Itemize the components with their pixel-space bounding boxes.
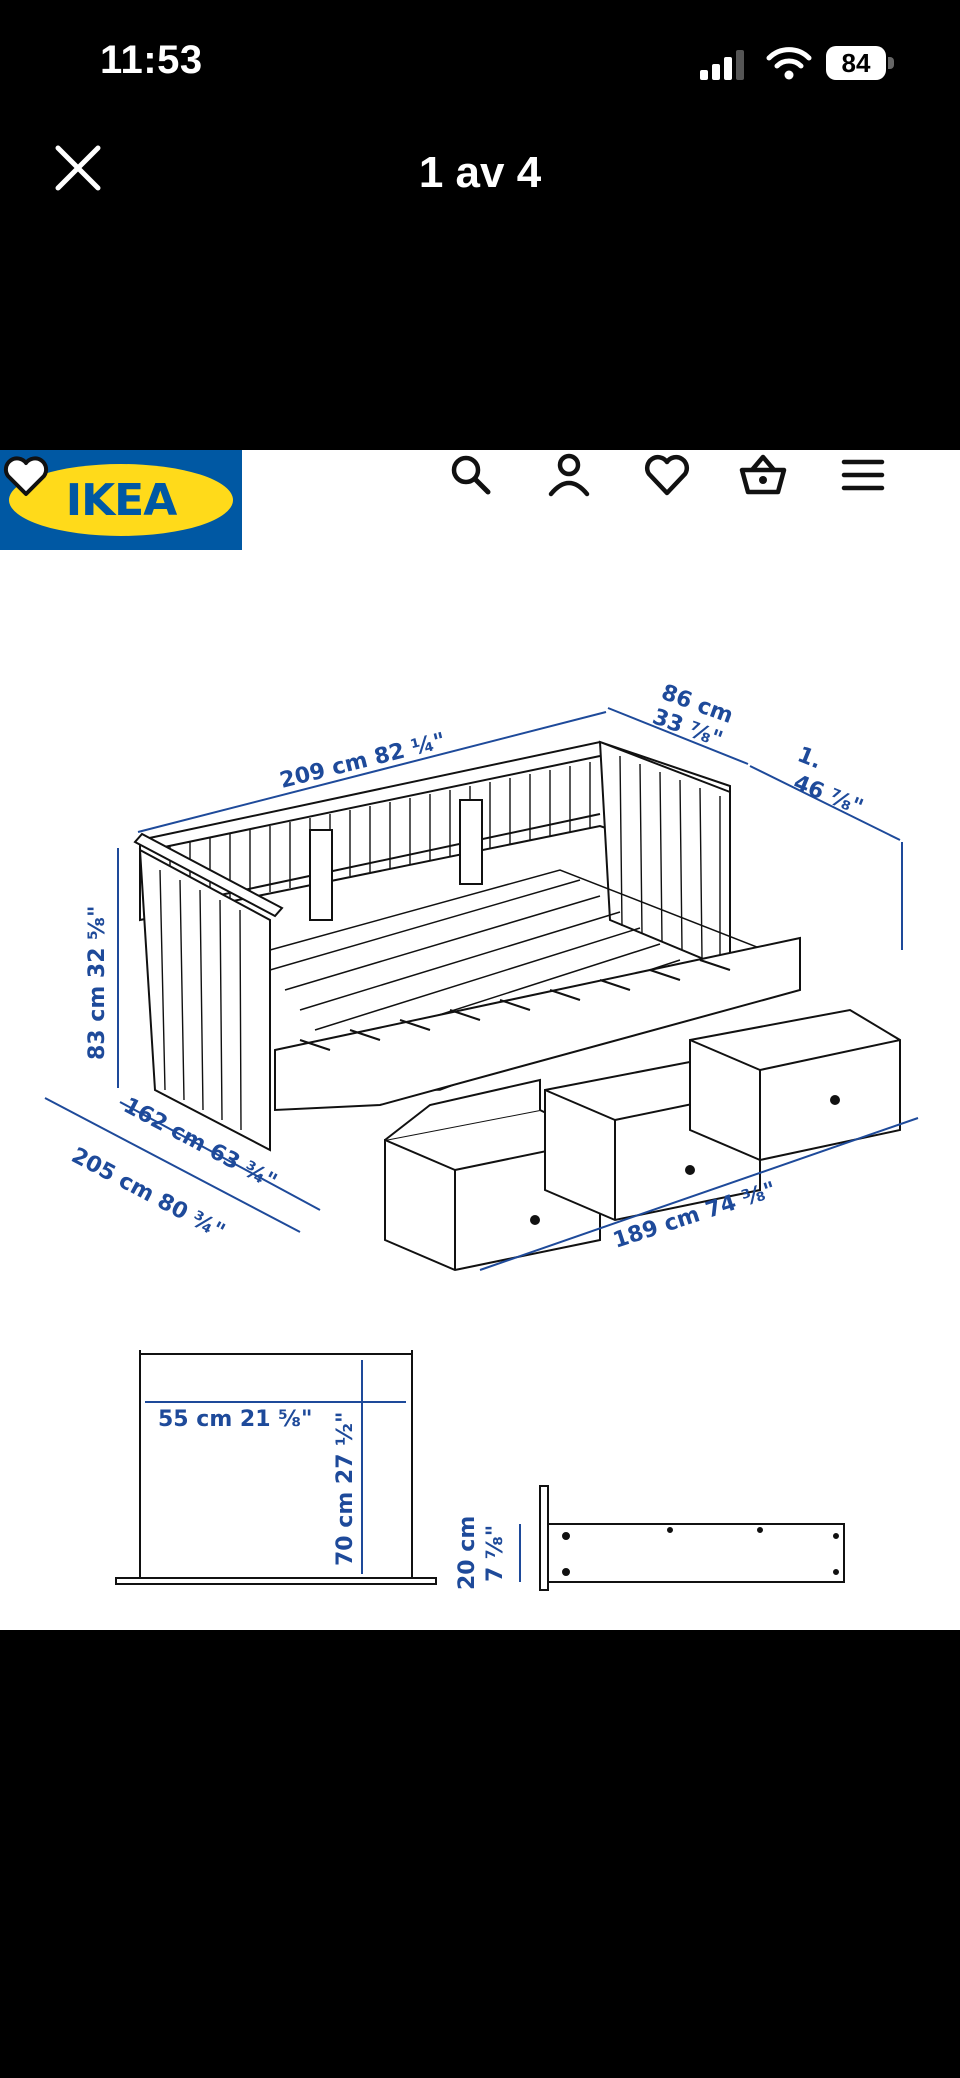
dim-height: 83 cm 32 ⅝" (85, 906, 110, 1060)
status-time: 11:53 (100, 38, 203, 82)
wishlist-icon[interactable] (642, 450, 692, 500)
dim-drawer-height-in: 7 ⅞" (483, 1525, 508, 1582)
account-icon[interactable] (544, 450, 594, 500)
cart-icon[interactable] (738, 450, 788, 500)
favorite-heart-icon[interactable] (0, 450, 52, 502)
dim-drawer-width: 55 cm 21 ⅝" (158, 1407, 312, 1432)
status-bar: 11:53 84 (0, 0, 960, 130)
product-image[interactable]: IKEA (0, 450, 960, 1630)
viewer-title: 1 av 4 (418, 148, 542, 197)
battery-icon: 84 (826, 46, 896, 80)
close-icon[interactable] (50, 140, 106, 196)
bed-drawing (133, 740, 901, 1272)
dim-drawer-depth: 70 cm 27 ½" (333, 1412, 358, 1566)
dimension-lines (44, 707, 919, 1271)
logo-text: IKEA (66, 475, 178, 526)
battery-tip (888, 57, 894, 69)
dim-depth: 86 cm33 ⅞" (649, 680, 736, 753)
wifi-icon (766, 47, 812, 80)
dimensions-drawing: 209 cm 82 ¼" 86 cm33 ⅞" 1. 46 ⁷⁄₈" 83 cm… (44, 680, 919, 1591)
cellular-signal-icon (700, 50, 744, 80)
dim-width-partial-in: 46 ⁷⁄₈" (790, 770, 867, 820)
drawer-front-view (115, 1350, 437, 1585)
dim-drawer-height-cm: 20 cm (455, 1516, 480, 1590)
drawer-side-view (539, 1485, 845, 1591)
search-icon[interactable] (446, 450, 496, 500)
battery-level: 84 (826, 46, 886, 80)
menu-icon[interactable] (838, 450, 888, 500)
